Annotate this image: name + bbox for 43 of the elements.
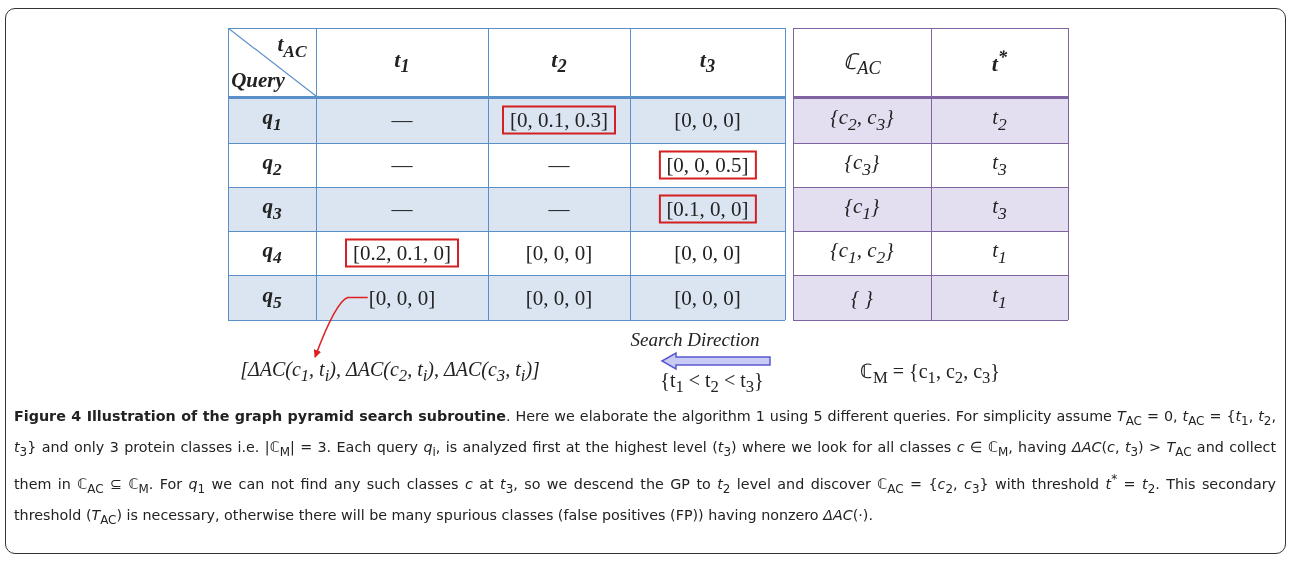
table-cell: —	[391, 107, 413, 132]
table-header: t$_{1}$	[394, 46, 410, 78]
table-header: Query	[231, 67, 285, 93]
ordering-text: {t$_{1}$ < t$_{2}$ < t$_{3}$}	[660, 369, 764, 397]
table-cell: t$_{3}$	[992, 150, 1007, 180]
direction-label: Search Direction	[630, 329, 760, 351]
table-cell: t$_{1}$	[992, 238, 1007, 268]
table-cell: [0, 0, 0]	[525, 285, 593, 310]
formula-text: [ΔAC(c$_{1}$, t$_{i}$), ΔAC(c$_{2}$, t$_{i}$), ΔAC(c$_{3}$, t$_{i}$)]	[240, 358, 540, 386]
table-header: t$^{*}$	[991, 46, 1008, 78]
table-cell: [0, 0, 0]	[674, 240, 741, 266]
table-cell: { }	[851, 285, 873, 310]
table-cell: —	[548, 196, 570, 222]
table-cell: t$_{2}$	[992, 104, 1007, 135]
table-cell: —	[391, 196, 413, 222]
row-header: q$_{5}$	[262, 282, 282, 313]
set-definition: ℂ$_{M}$ = {c$_{1}$, c$_{2}$, c$_{3}$}	[860, 358, 1000, 388]
arrow	[313, 296, 369, 358]
table-cell: {c$_{3}$}	[844, 150, 880, 180]
table-header: t$_{2}$	[551, 46, 567, 78]
table-cell: t$_{3}$	[992, 194, 1007, 224]
table-cell: {c$_{2}$, c$_{3}$}	[830, 104, 894, 135]
row-header: q$_{4}$	[262, 238, 282, 268]
table-cell: {c$_{1}$, c$_{2}$}	[830, 238, 894, 268]
row-header: q$_{1}$	[262, 104, 282, 135]
table-cell: —	[391, 152, 413, 178]
table-cell: [0, 0, 0]	[674, 107, 741, 132]
table-cell: [0, 0, 0]	[525, 240, 593, 266]
highlighted-value: [0.2, 0.1, 0]	[345, 238, 459, 268]
table-header: ℂ$_{AC}$	[843, 47, 881, 80]
row-header: q$_{2}$	[262, 150, 282, 180]
table-header: t$_{3}$	[699, 46, 716, 78]
highlighted-value: [0, 0.1, 0.3]	[502, 105, 616, 134]
figure-caption: Figure 4 Illustration of the graph pyramid search subroutine. Here we elaborate the algorithm 1 using 5 different queries. For simplicity assume T$_{AC}$ = 0, t$_{AC}$ = {t$_{1}$, t$_{2}$, t$_{3}$} and only 3 protein classes i.e. |ℂ$_{M}$| = 3. Each query q$_{i}$, is analyzed first at the highest level (t$_{3}$) where we look for all classes c ∈ ℂ$_{M}$, having ΔAC(c, t$_{3}$) > T$_{AC}$ and collect them in ℂ$_{AC}$ ⊆ ℂ$_{M}$. For q$_{1}$ we can not find any such classes c at t$_{3}$, so we descend the GP to t$_{2}$ level and discover ℂ$_{AC}$ = {c$_{2}$, c$_{3}$} with threshold t$^{*}$ = t$_{2}$. This secondary threshold (T$_{AC}$) is necessary, otherwise there will be many spurious classes (false positives (FP)) having nonzero ΔAC(·).	[14, 407, 1276, 529]
table-header: t$_{AC}$	[277, 32, 307, 62]
table-cell: [0, 0, 0]	[674, 285, 741, 310]
table-cell: [0, 0, 0]	[368, 285, 436, 310]
highlighted-value: [0, 0, 0.5]	[658, 150, 757, 180]
table-cell: —	[548, 152, 570, 178]
row-header: q$_{3}$	[262, 194, 282, 224]
highlighted-value: [0.1, 0, 0]	[658, 194, 757, 224]
table-cell: t$_{1}$	[992, 282, 1007, 313]
table-cell: {c$_{1}$}	[844, 194, 880, 224]
